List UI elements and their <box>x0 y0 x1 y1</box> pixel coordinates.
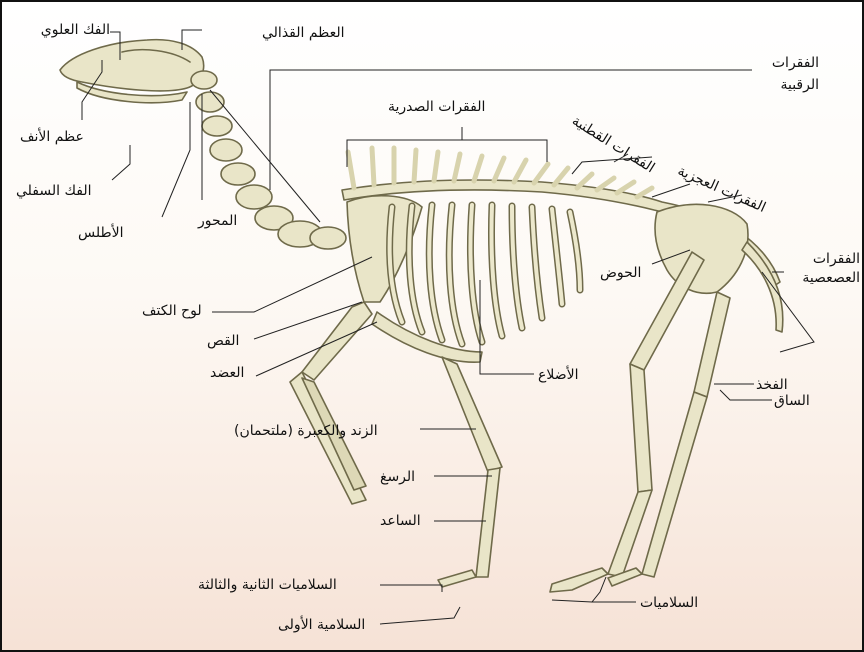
label-atlas: الأطلس <box>78 224 124 242</box>
label-upper-jaw: الفك العلوي <box>40 20 110 40</box>
label-lower-jaw: الفك السفلي <box>16 182 92 200</box>
leader-lines <box>82 30 814 624</box>
label-nasal: عظم الأنف <box>20 128 84 146</box>
label-forearm: الساعد <box>380 512 421 530</box>
label-second-third-phalanges: السلاميات الثانية والثالثة <box>198 576 337 594</box>
label-sternum: القص <box>207 332 239 350</box>
label-thoracic: الفقرات الصدرية <box>388 98 485 116</box>
label-pelvis: الحوض <box>600 264 641 282</box>
front-leg <box>290 302 502 587</box>
pelvis-bone <box>655 204 748 293</box>
label-axis: المحور <box>198 212 237 230</box>
label-radius-ulna: الزند والكعبرة (ملتحمان) <box>234 422 378 440</box>
label-ribs: الأضلاع <box>538 366 578 384</box>
label-carpus: الرسغ <box>380 468 415 486</box>
label-humerus: العضد <box>210 364 244 382</box>
label-scapula: لوح الكتف <box>142 302 202 320</box>
label-cervical: الفقرات الرقبية <box>757 52 819 96</box>
label-occipital: العظم القذالي <box>262 24 345 42</box>
label-coccygeal: الفقرات العصعصية <box>800 250 860 288</box>
label-first-phalanx: السلامية الأولى <box>278 616 365 634</box>
label-tibia: الساق <box>774 392 810 410</box>
hind-leg <box>550 252 730 592</box>
sternum-bone <box>372 312 482 362</box>
label-phalanges: السلاميات <box>640 594 698 612</box>
